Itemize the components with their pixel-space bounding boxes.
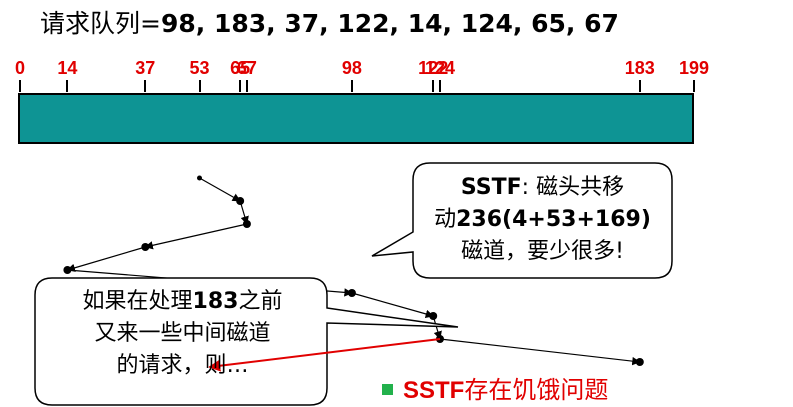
tick-mark-199 bbox=[693, 80, 695, 92]
tick-label-65: 65 bbox=[230, 58, 251, 78]
tick-mark-65 bbox=[239, 80, 242, 92]
move-segment bbox=[199, 177, 241, 202]
move-segment bbox=[66, 246, 146, 272]
question-line-1-prefix: 如果在处理 bbox=[82, 289, 193, 314]
head-position-dot bbox=[141, 243, 150, 251]
sstf-total: 236(4+53+169) bbox=[456, 207, 651, 232]
tick-label-183: 183 bbox=[624, 58, 655, 78]
question-line-1-suffix: 之前 bbox=[238, 289, 283, 314]
tick-label-14: 14 bbox=[57, 58, 78, 78]
sstf-line-2-prefix: 动 bbox=[434, 207, 457, 232]
tick-label-0: 0 bbox=[14, 58, 26, 78]
move-segment bbox=[351, 292, 435, 318]
tick-mark-14 bbox=[66, 80, 69, 92]
tick-mark-67 bbox=[245, 80, 248, 92]
tick-label-199: 199 bbox=[678, 58, 710, 78]
sstf-label: SSTF bbox=[460, 175, 522, 200]
title-queue: 98, 183, 37, 122, 14, 124, 65, 67 bbox=[160, 9, 619, 38]
head-position-dot bbox=[63, 266, 72, 274]
tick-mark-53 bbox=[198, 80, 201, 92]
question-callout bbox=[34, 277, 459, 406]
sstf-line-2: 动236(4+53+169) bbox=[420, 204, 665, 236]
sstf-line-3: 磁道，要少很多! bbox=[461, 239, 624, 264]
title-prefix: 请求队列= bbox=[40, 9, 161, 38]
request-queue-title: 请求队列=98, 183, 37, 122, 14, 124, 65, 67 bbox=[40, 4, 619, 40]
note-sstf: SSTF bbox=[403, 377, 465, 404]
move-segment bbox=[144, 223, 248, 250]
head-position-dot bbox=[347, 289, 356, 297]
tick-mark-183 bbox=[638, 80, 641, 92]
head-position-dot bbox=[429, 312, 438, 320]
head-movement-path bbox=[63, 175, 644, 366]
tick-mark-98 bbox=[350, 80, 353, 92]
question-track: 183 bbox=[192, 289, 239, 314]
tick-label-98: 98 bbox=[341, 58, 362, 78]
tick-mark-122 bbox=[432, 80, 435, 92]
tick-label-122: 122 bbox=[418, 58, 449, 78]
question-line-3: 的请求，则… bbox=[116, 353, 249, 378]
tick-label-124: 124 bbox=[424, 58, 455, 78]
question-line-2: 又来一些中间磁道 bbox=[94, 321, 271, 346]
tick-label-37: 37 bbox=[135, 58, 156, 78]
head-position-dot bbox=[242, 220, 251, 228]
sstf-result-text: SSTF: 磁头共移 动236(4+53+169) 磁道，要少很多! bbox=[420, 172, 665, 268]
disk-track-bar bbox=[18, 93, 694, 144]
sstf-line-1: SSTF: 磁头共移 bbox=[420, 172, 665, 204]
bullet-square-icon bbox=[382, 383, 393, 395]
tick-label-67: 67 bbox=[236, 58, 257, 78]
tick-mark-37 bbox=[144, 80, 147, 92]
tick-mark-0 bbox=[19, 80, 21, 92]
sstf-line-1-rest: : 磁头共移 bbox=[521, 175, 625, 200]
tick-mark-124 bbox=[438, 80, 441, 92]
starvation-arrow bbox=[208, 338, 441, 372]
head-position-dot bbox=[635, 358, 644, 366]
head-position-dot bbox=[236, 197, 245, 205]
note-text: 存在饥饿问题 bbox=[464, 376, 609, 404]
question-line-1: 如果在处理183之前 bbox=[40, 286, 325, 318]
move-segment bbox=[439, 338, 641, 366]
head-position-dot bbox=[197, 175, 203, 181]
question-text: 如果在处理183之前 又来一些中间磁道 的请求，则… bbox=[40, 286, 325, 382]
starvation-note: SSTF存在饥饿问题 bbox=[382, 370, 608, 405]
tick-label-53: 53 bbox=[189, 58, 210, 78]
sstf-result-callout bbox=[371, 162, 673, 279]
